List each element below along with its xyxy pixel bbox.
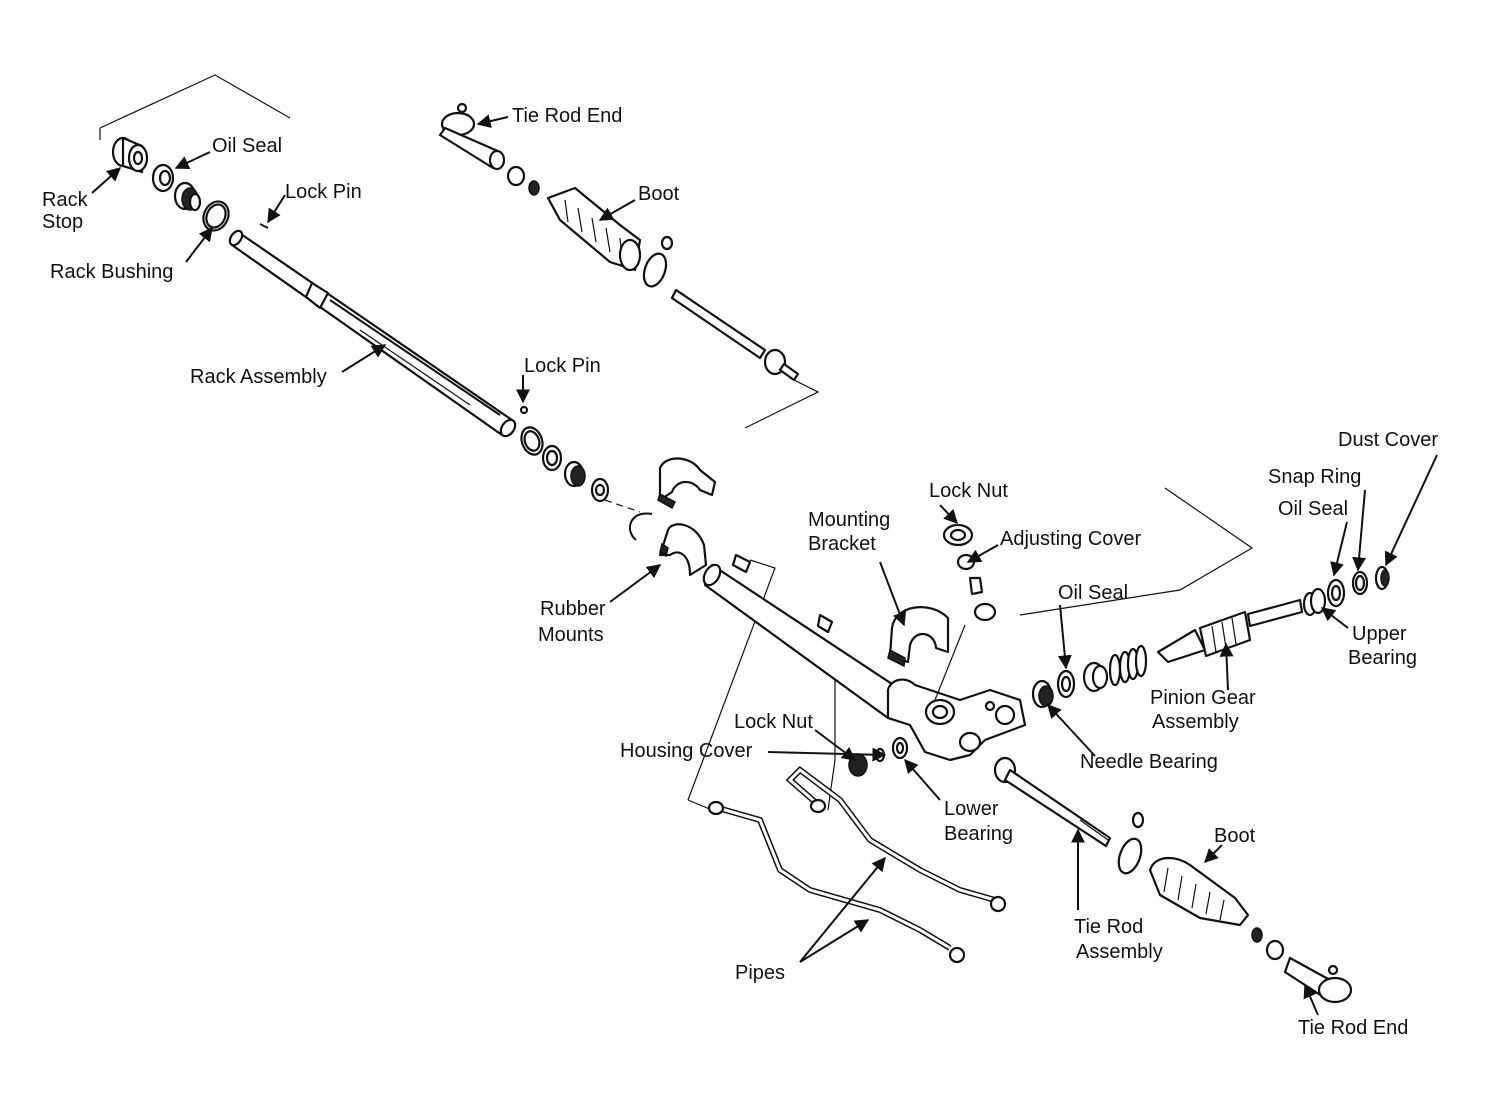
rubber-mount-upper — [657, 457, 717, 510]
label-pinion-gear-line2: Assembly — [1152, 711, 1239, 733]
rack-bushing-part — [173, 181, 202, 212]
label-oil-seal-far: Oil Seal — [1058, 582, 1128, 604]
lock-nut-bottom-part — [848, 747, 886, 777]
lock-nut-top-part — [942, 523, 974, 547]
label-rack-assembly: Rack Assembly — [190, 366, 327, 388]
label-tie-rod-end-top: Tie Rod End — [512, 105, 622, 127]
snap-clip-part — [628, 512, 653, 541]
label-dust-cover: Dust Cover — [1338, 429, 1438, 451]
label-boot-top: Boot — [638, 183, 680, 205]
tie-rod-end-top-part — [438, 102, 506, 171]
label-tie-rod-assembly-line1: Tie Rod — [1074, 916, 1143, 938]
oil-seal-right-part — [1056, 669, 1076, 699]
boot-bottom-clamp-part — [1117, 811, 1145, 875]
label-boot-bottom: Boot — [1214, 825, 1256, 847]
label-upper-bearing-line2: Bearing — [1348, 647, 1417, 669]
boot-top-part — [546, 186, 642, 272]
pinion-springs-part — [1108, 644, 1148, 687]
label-rack-stop-line1: Rack — [42, 189, 89, 211]
label-adjusting-cover: Adjusting Cover — [1000, 528, 1142, 550]
needle-bearing-part — [1031, 679, 1054, 709]
rack-stop-part — [111, 136, 149, 174]
label-oil-seal-top: Oil Seal — [212, 135, 282, 157]
adjusting-cover-part — [934, 553, 997, 701]
snap-ring-part — [1351, 570, 1369, 596]
label-housing-cover: Housing Cover — [620, 740, 753, 762]
label-lower-bearing-line2: Bearing — [944, 823, 1013, 845]
label-lock-pin-top: Lock Pin — [285, 181, 362, 203]
boot-top-clamp-part — [642, 235, 674, 288]
boot-top-nut-parts — [506, 165, 540, 196]
lock-pin-top-part — [259, 223, 269, 229]
label-upper-bearing-line1: Upper — [1352, 623, 1407, 645]
label-tie-rod-end-bottom: Tie Rod End — [1298, 1017, 1408, 1039]
label-rack-stop-line2: Stop — [42, 211, 83, 233]
pinion-gear-part — [1156, 598, 1304, 664]
label-rubber-mounts-line1: Rubber — [540, 598, 606, 620]
label-lock-nut-top: Lock Nut — [929, 480, 1008, 502]
tie-rod-top-part — [670, 288, 800, 382]
pipe-b — [785, 766, 1007, 913]
label-lower-bearing-line1: Lower — [944, 798, 999, 820]
label-rubber-mounts-line2: Mounts — [538, 624, 604, 646]
lower-bearing-part — [891, 736, 909, 760]
oil-seal-far-part — [1326, 578, 1346, 608]
oil-seal-top-part — [151, 163, 175, 193]
label-pipes: Pipes — [735, 962, 785, 984]
label-tie-rod-assembly-line2: Assembly — [1076, 941, 1163, 963]
label-mounting-bracket-line1: Mounting — [808, 509, 890, 531]
leader-arrows — [91, 114, 1438, 1016]
rack-assembly-part — [228, 229, 517, 438]
rack-housing-part — [702, 553, 897, 720]
rack-end-seals — [520, 426, 610, 503]
lock-pin-mid-part — [519, 405, 529, 415]
boot-bottom-nut-parts — [1251, 927, 1285, 961]
mounting-bracket-part — [887, 606, 950, 668]
label-needle-bearing: Needle Bearing — [1080, 751, 1218, 773]
dust-cover-part — [1374, 565, 1390, 591]
gear-housing-part — [886, 678, 1027, 762]
tie-rod-end-bottom-part — [1283, 956, 1353, 1004]
rubber-mount-lower — [658, 523, 708, 577]
pinion-spacer-part — [1082, 661, 1109, 693]
label-pinion-gear-line1: Pinion Gear — [1150, 687, 1256, 709]
label-mounting-bracket-line2: Bracket — [808, 533, 876, 555]
label-oil-seal-right: Oil Seal — [1278, 498, 1348, 520]
label-lock-pin-mid: Lock Pin — [524, 355, 601, 377]
label-rack-bushing: Rack Bushing — [50, 261, 173, 283]
tie-rod-bottom-part — [993, 756, 1112, 848]
label-snap-ring: Snap Ring — [1268, 466, 1361, 488]
pipe-a — [707, 800, 966, 964]
upper-bearing-part — [1302, 587, 1327, 617]
boot-bottom-part — [1148, 857, 1250, 927]
labels: Tie Rod End Oil Seal Rack Stop Lock Pin … — [42, 105, 1438, 1039]
rack-bushing-ring — [202, 200, 230, 232]
label-lock-nut-bottom: Lock Nut — [734, 711, 813, 733]
